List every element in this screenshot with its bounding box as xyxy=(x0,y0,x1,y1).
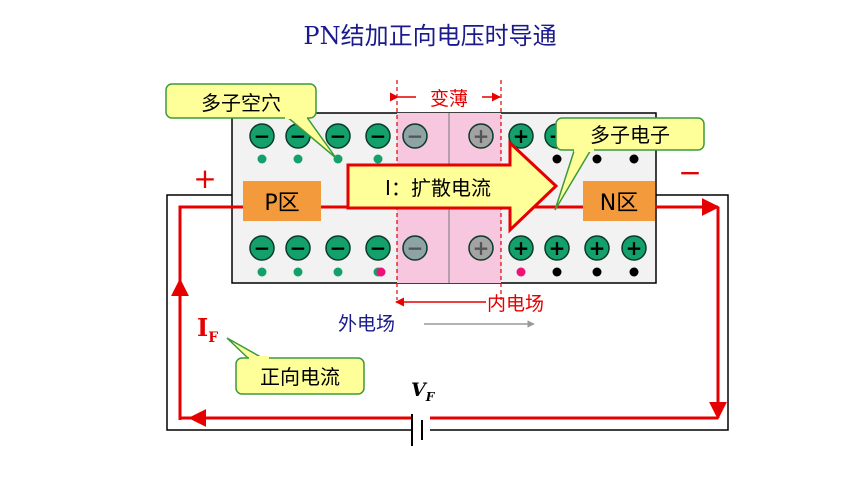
hole xyxy=(257,267,267,277)
svg-text:+: + xyxy=(549,236,566,260)
svg-text:+: + xyxy=(513,236,530,260)
positive-ion: + xyxy=(621,235,647,261)
svg-text:+: + xyxy=(473,124,490,148)
negative-ion: − xyxy=(325,235,351,261)
p-region-label: P区 xyxy=(243,181,321,221)
majority-electrons-callout: 多子电子 xyxy=(554,117,705,211)
positive-ion: + xyxy=(584,235,610,261)
negative-ion: − xyxy=(402,123,428,149)
negative-ion: − xyxy=(402,235,428,261)
svg-text:外电场: 外电场 xyxy=(338,313,395,335)
svg-text:内电场: 内电场 xyxy=(487,293,544,315)
hole xyxy=(257,154,267,164)
hole xyxy=(373,154,383,164)
svg-text:+: + xyxy=(473,236,490,260)
electron xyxy=(592,154,602,164)
positive-ion: + xyxy=(544,235,570,261)
thinner-annotation: 变薄 xyxy=(389,88,501,110)
electron xyxy=(552,267,562,277)
svg-text:I：扩散电流: I：扩散电流 xyxy=(385,176,491,200)
page-title: PN结加正向电压时导通 xyxy=(303,22,557,50)
negative-ion: − xyxy=(249,123,275,149)
hole xyxy=(293,267,303,277)
svg-text:−: − xyxy=(370,124,387,148)
electron xyxy=(629,154,639,164)
svg-text:+: + xyxy=(589,236,606,260)
svg-text:多子空穴: 多子空穴 xyxy=(201,91,281,115)
forward-current-loop xyxy=(171,198,727,427)
svg-text:正向电流: 正向电流 xyxy=(260,365,340,389)
svg-text:P区: P区 xyxy=(264,191,299,216)
forward-current-callout: 正向电流 xyxy=(226,337,365,395)
svg-text:N区: N区 xyxy=(600,191,638,216)
svg-text:−: − xyxy=(254,124,271,148)
svg-text:−: − xyxy=(254,236,271,260)
svg-text:−: − xyxy=(330,236,347,260)
battery xyxy=(411,414,423,446)
electron xyxy=(552,154,562,164)
svg-text:多子电子: 多子电子 xyxy=(590,123,670,147)
electron xyxy=(592,267,602,277)
internal-field: 内电场 xyxy=(395,293,544,315)
hole xyxy=(293,154,303,164)
majority-holes-callout: 多子空穴 xyxy=(165,83,337,159)
positive-ion: + xyxy=(508,235,534,261)
svg-text:−: − xyxy=(290,236,307,260)
forward-current-label: IF xyxy=(197,313,218,346)
voltage-label: VF xyxy=(411,379,436,404)
minus-terminal: − xyxy=(678,156,701,189)
electron xyxy=(516,267,526,277)
negative-ion: − xyxy=(249,235,275,261)
svg-text:+: + xyxy=(513,124,530,148)
hole-highlight xyxy=(376,267,386,277)
svg-text:+: + xyxy=(626,236,643,260)
hole xyxy=(333,267,343,277)
svg-text:−: − xyxy=(330,124,347,148)
diffusion-current-arrow: I：扩散电流 xyxy=(346,139,559,234)
external-field: 外电场 xyxy=(338,313,535,335)
svg-text:−: − xyxy=(407,236,424,260)
n-region-label: N区 xyxy=(583,181,655,221)
svg-text:−: − xyxy=(407,124,424,148)
plus-terminal: + xyxy=(193,162,216,195)
negative-ion: − xyxy=(285,235,311,261)
negative-ion: − xyxy=(365,235,391,261)
thinner-label: 变薄 xyxy=(430,88,468,110)
circuit-wire xyxy=(166,194,729,431)
positive-ion: + xyxy=(468,235,494,261)
negative-ion: − xyxy=(365,123,391,149)
positive-ion: + xyxy=(468,123,494,149)
electron xyxy=(629,267,639,277)
negative-ion: − xyxy=(325,123,351,149)
positive-ion: + xyxy=(508,123,534,149)
svg-text:−: − xyxy=(370,236,387,260)
